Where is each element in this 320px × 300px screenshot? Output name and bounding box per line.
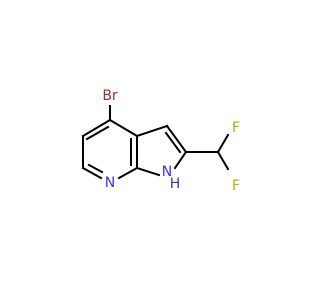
bond-c6-n7	[81, 166, 103, 180]
bond-n1-c7a	[135, 166, 161, 177]
bond-chf2-f-bottom	[216, 150, 230, 171]
atom-f-top: F	[232, 120, 240, 136]
bond-c3-c2-inner	[164, 131, 182, 154]
bond-c3-c2	[165, 124, 188, 154]
bond-c3a-c4	[108, 118, 139, 138]
bond-c3a-c3	[135, 124, 169, 138]
atom-f-bottom: F	[232, 178, 240, 194]
bond-n7-c7a	[117, 166, 139, 180]
bonds	[81, 105, 230, 180]
bond-c2-n1	[173, 150, 188, 170]
bond-c4-c5	[81, 118, 112, 138]
bond-c4-c5-inner	[85, 125, 110, 141]
molecule-canvas: Br N N H F F	[81, 88, 241, 194]
atom-labels: Br N N H F F	[102, 88, 240, 194]
molecule-structure: Br N N H F F	[81, 88, 240, 194]
bond-chf2-f-top	[216, 133, 230, 154]
bond-c6-n7-inner	[87, 163, 104, 174]
atom-n-pyridine: N	[105, 175, 115, 191]
atom-n-pyrrole: N	[162, 164, 172, 180]
atom-br: Br	[102, 88, 118, 104]
atom-h-pyrrole: H	[170, 176, 181, 192]
